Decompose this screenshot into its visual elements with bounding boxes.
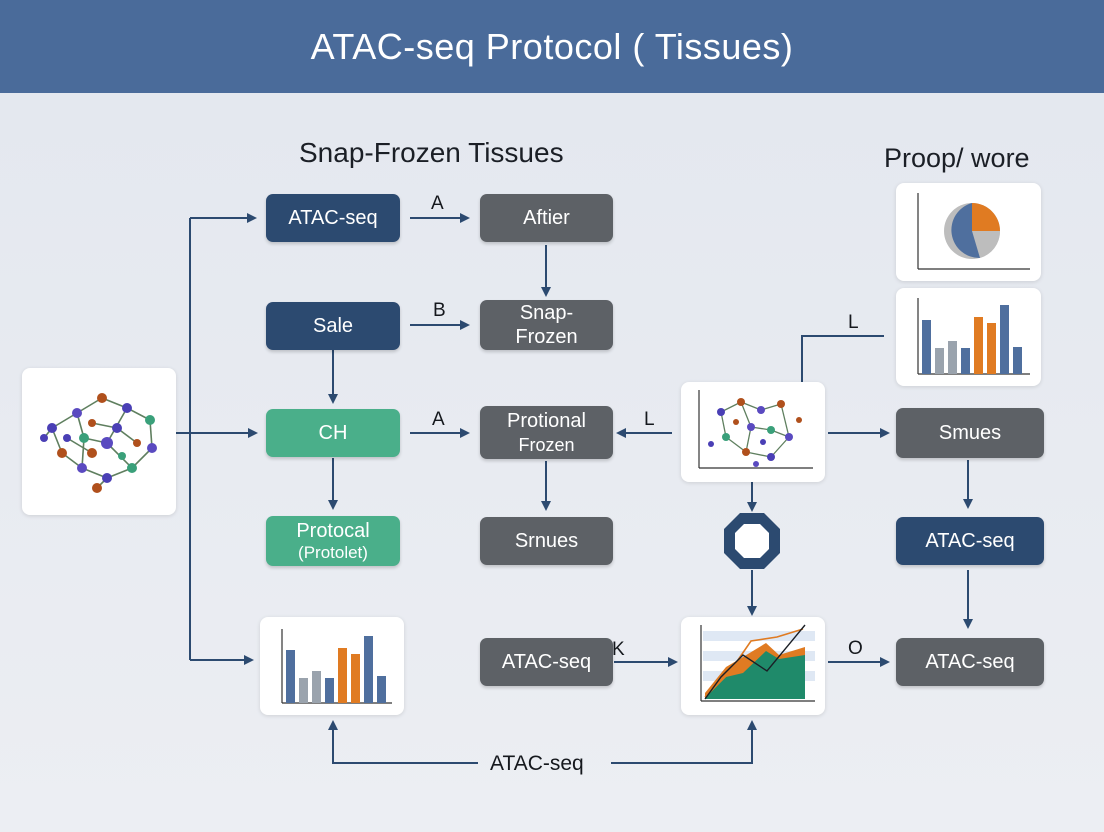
sale-box[interactable]: Sale bbox=[266, 302, 400, 350]
atac-seq-box-mid[interactable]: ATAC-seq bbox=[480, 638, 613, 686]
area-chart-card bbox=[681, 617, 825, 715]
sale-box-label: Sale bbox=[312, 315, 354, 337]
edge-label-o: O bbox=[848, 638, 863, 659]
snap-frozen-box[interactable]: Snap- Frozen bbox=[480, 300, 613, 350]
edge-label-a-mid: A bbox=[432, 409, 445, 430]
bar-chart-right bbox=[917, 298, 1030, 375]
edge-label-bottom: ATAC-seq bbox=[490, 752, 584, 775]
bar-chart-left bbox=[281, 629, 392, 704]
bar-chart-card-right bbox=[896, 288, 1041, 386]
snap-frozen-box-line2: Frozen bbox=[515, 326, 578, 348]
protocal-box-line2: (Protolet) bbox=[298, 543, 368, 562]
aftier-box-label: Aftier bbox=[523, 207, 570, 229]
snap-frozen-box-line1: Snap- bbox=[519, 302, 574, 324]
pie-chart bbox=[917, 193, 1030, 270]
protional-box-line2: Frozen bbox=[518, 434, 575, 455]
ch-box-label: CH bbox=[318, 422, 348, 444]
smues-box[interactable]: Smues bbox=[896, 408, 1044, 458]
srnues-box-label: Srnues bbox=[514, 530, 579, 552]
protocal-box-line1: Protocal bbox=[296, 520, 370, 542]
left-section-title: Snap-Frozen Tissues bbox=[299, 137, 564, 168]
edge-label-l-right: L bbox=[848, 312, 859, 333]
pie-chart-card bbox=[896, 183, 1041, 281]
atac-seq-box-top[interactable]: ATAC-seq bbox=[266, 194, 400, 242]
edge-label-l-mid: L bbox=[644, 409, 655, 430]
octagon-ring-icon bbox=[724, 513, 780, 569]
edge-label-b: B bbox=[433, 300, 446, 321]
atac-seq-box-top-label: ATAC-seq bbox=[288, 207, 378, 229]
right-section-title: Proop/ wore bbox=[884, 143, 1030, 173]
protocal-box[interactable]: Protocal (Protolet) bbox=[266, 516, 400, 566]
srnues-box[interactable]: Srnues bbox=[480, 517, 613, 565]
molecule-card bbox=[22, 368, 176, 515]
molecule-plot-icon bbox=[698, 390, 813, 469]
atac-seq-box-right2[interactable]: ATAC-seq bbox=[896, 638, 1044, 686]
molecule-icon bbox=[40, 393, 157, 493]
edge-label-a-top: A bbox=[431, 193, 444, 214]
protional-box-line1: Protional bbox=[507, 409, 586, 432]
atac-seq-box-mid-label: ATAC-seq bbox=[501, 651, 592, 673]
aftier-box[interactable]: Aftier bbox=[480, 194, 613, 242]
atac-seq-box-right2-label: ATAC-seq bbox=[925, 651, 1015, 673]
protional-frozen-box[interactable]: Protional Frozen bbox=[480, 406, 613, 459]
page-title: ATAC-seq Protocol ( Tissues) bbox=[310, 25, 794, 67]
edge-label-k: K bbox=[612, 639, 625, 660]
smues-box-label: Smues bbox=[938, 422, 1002, 444]
atac-seq-box-right1[interactable]: ATAC-seq bbox=[896, 517, 1044, 565]
header-bar: ATAC-seq Protocol ( Tissues) bbox=[0, 0, 1104, 93]
area-chart bbox=[700, 624, 815, 702]
atac-seq-box-right1-label: ATAC-seq bbox=[925, 530, 1015, 552]
molecule-plot-card bbox=[681, 382, 825, 482]
bar-chart-card-left bbox=[260, 617, 404, 715]
ch-box[interactable]: CH bbox=[266, 409, 400, 457]
